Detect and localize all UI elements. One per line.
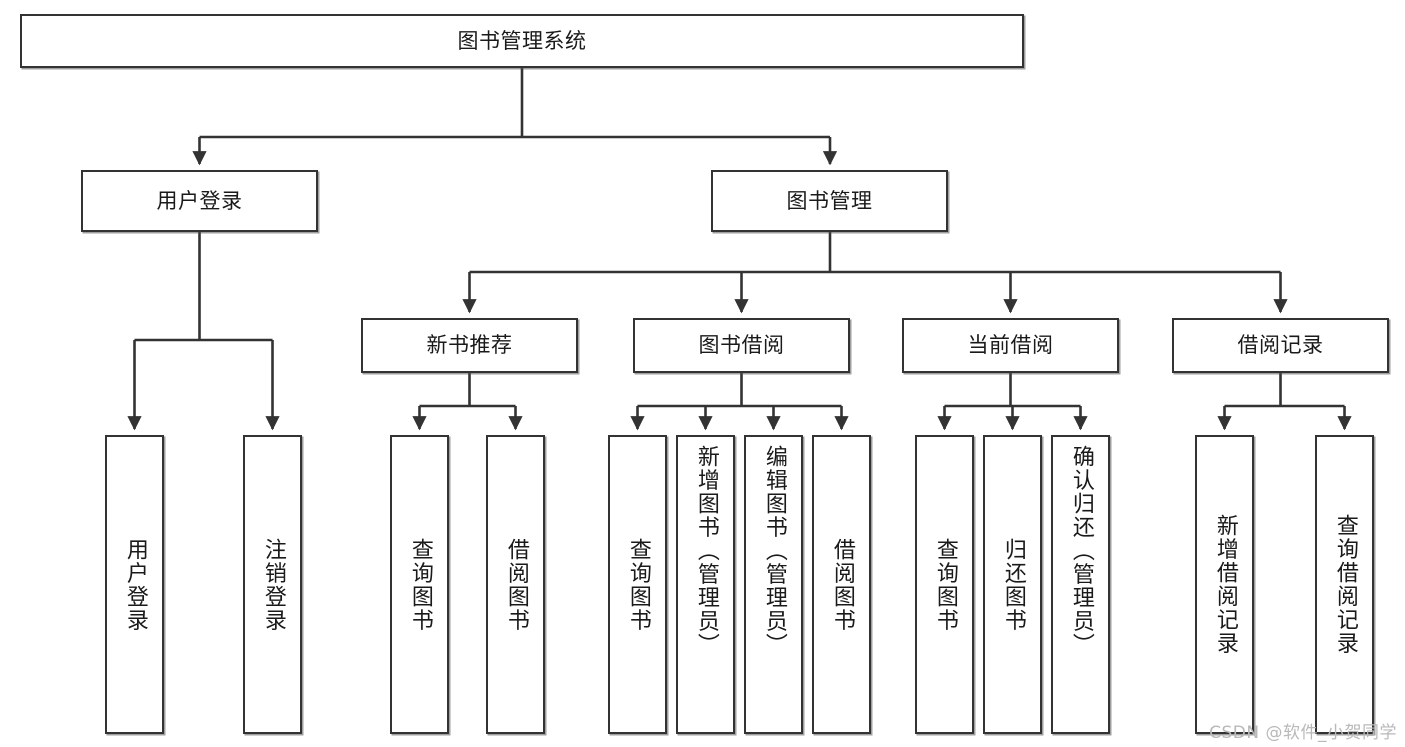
node-new-book-recommend-label: 新书推荐 — [426, 333, 513, 358]
node-borrow-record-label: 借阅记录 — [1237, 333, 1324, 358]
node-root[interactable]: 图书管理系统 — [20, 14, 1024, 68]
leaf-edit-book-admin-label: 编辑图书（管理员） — [761, 445, 787, 657]
watermark: CSDN @软件_小贺同学 — [1209, 723, 1397, 743]
leaf-query-book-recommend[interactable]: 查询图书 — [390, 435, 449, 734]
leaf-user-login-label: 用户登录 — [122, 537, 148, 632]
leaf-borrow-book-recommend[interactable]: 借阅图书 — [486, 435, 545, 734]
leaf-user-login[interactable]: 用户登录 — [105, 435, 164, 734]
node-borrow-record[interactable]: 借阅记录 — [1172, 318, 1389, 373]
node-root-label: 图书管理系统 — [457, 28, 587, 53]
leaf-borrow-book[interactable]: 借阅图书 — [812, 435, 871, 734]
node-current-borrow-label: 当前借阅 — [967, 333, 1054, 358]
node-book-management-label: 图书管理 — [786, 188, 873, 213]
leaf-query-borrow-record[interactable]: 查询借阅记录 — [1315, 435, 1374, 734]
leaf-query-book-recommend-label: 查询图书 — [407, 537, 433, 632]
leaf-add-book-admin[interactable]: 新增图书（管理员） — [676, 435, 735, 734]
leaf-add-borrow-record-label: 新增借阅记录 — [1212, 514, 1238, 655]
leaf-query-book-current[interactable]: 查询图书 — [915, 435, 974, 734]
leaf-add-book-admin-label: 新增图书（管理员） — [693, 445, 719, 657]
leaf-return-book[interactable]: 归还图书 — [983, 435, 1042, 734]
leaf-query-book[interactable]: 查询图书 — [608, 435, 667, 734]
node-book-borrow-label: 图书借阅 — [698, 333, 785, 358]
leaf-borrow-book-label: 借阅图书 — [829, 537, 855, 632]
leaf-confirm-return-admin[interactable]: 确认归还（管理员） — [1051, 435, 1110, 734]
leaf-confirm-return-admin-label: 确认归还（管理员） — [1068, 445, 1094, 657]
node-current-borrow[interactable]: 当前借阅 — [902, 318, 1119, 373]
node-user-login[interactable]: 用户登录 — [81, 170, 318, 232]
node-book-management[interactable]: 图书管理 — [711, 170, 948, 232]
node-user-login-label: 用户登录 — [156, 188, 243, 213]
leaf-query-book-label: 查询图书 — [625, 537, 651, 632]
leaf-borrow-book-recommend-label: 借阅图书 — [503, 537, 529, 632]
node-book-borrow[interactable]: 图书借阅 — [633, 318, 850, 373]
node-new-book-recommend[interactable]: 新书推荐 — [361, 318, 578, 373]
leaf-user-logout-label: 注销登录 — [260, 537, 286, 632]
leaf-query-book-current-label: 查询图书 — [932, 537, 958, 632]
leaf-user-logout[interactable]: 注销登录 — [243, 435, 302, 734]
leaf-return-book-label: 归还图书 — [1000, 537, 1026, 632]
leaf-edit-book-admin[interactable]: 编辑图书（管理员） — [744, 435, 803, 734]
leaf-add-borrow-record[interactable]: 新增借阅记录 — [1195, 435, 1254, 734]
leaf-query-borrow-record-label: 查询借阅记录 — [1332, 514, 1358, 655]
